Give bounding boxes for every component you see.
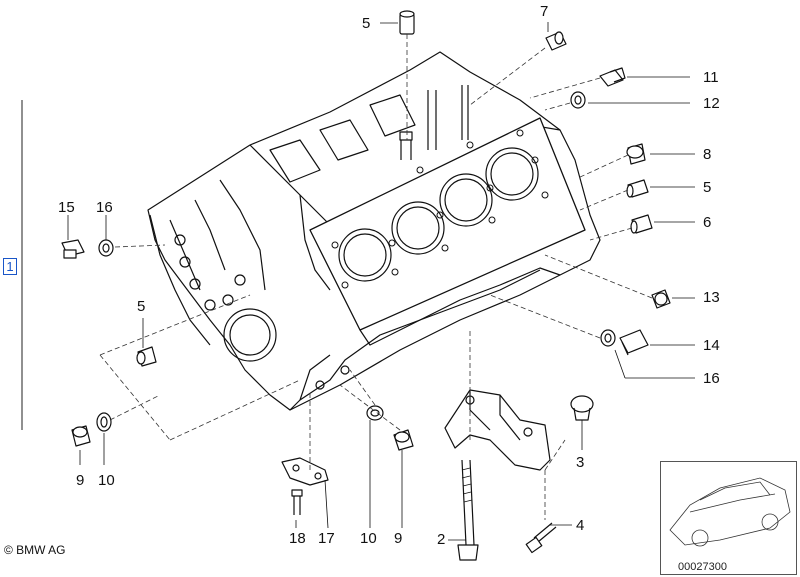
callout-3: 3 — [576, 454, 585, 471]
callout-9-left: 9 — [76, 472, 85, 489]
screw-plug-9-mid — [393, 429, 414, 451]
screw-plug-11 — [599, 67, 626, 87]
assembly-reference-link[interactable]: 1 — [3, 258, 17, 275]
callout-18: 18 — [289, 530, 306, 547]
seal-ring-16-right — [600, 329, 616, 347]
callout-9-mid: 9 — [394, 530, 403, 547]
callout-7: 7 — [540, 3, 549, 20]
screw-plug-15 — [61, 239, 85, 259]
oil-spray-nozzle-17 — [281, 457, 329, 486]
callout-8: 8 — [703, 146, 712, 163]
stud-bolt-2 — [457, 459, 479, 561]
copyright-notice: © BMW AG — [4, 543, 66, 557]
callout-15: 15 — [58, 199, 75, 216]
bolt-4 — [525, 522, 557, 554]
image-number: 00027300 — [678, 561, 727, 573]
engine-block — [147, 51, 601, 411]
bolt-3 — [570, 395, 594, 421]
vehicle-thumbnail-frame — [660, 461, 797, 575]
screw-plug-13 — [651, 289, 671, 309]
plug-8 — [626, 143, 646, 165]
callout-17: 17 — [318, 530, 335, 547]
callout-16-right: 16 — [703, 370, 720, 387]
callout-16-left: 16 — [96, 199, 113, 216]
callout-14: 14 — [703, 337, 720, 354]
bolt-18 — [291, 489, 303, 515]
seal-ring-10-left — [96, 412, 112, 432]
callout-13: 13 — [703, 289, 720, 306]
callout-12: 12 — [703, 95, 720, 112]
seal-ring-16-left — [98, 239, 114, 257]
dowel-sleeve-6 — [630, 214, 653, 234]
seal-ring-10-mid — [366, 405, 384, 421]
callout-11: 11 — [703, 69, 719, 86]
callout-10-left: 10 — [98, 472, 115, 489]
dowel-sleeve-top — [399, 10, 415, 35]
callout-5-right: 5 — [703, 179, 712, 196]
callout-4: 4 — [576, 517, 585, 534]
screw-plug-14 — [619, 329, 649, 356]
dowel-sleeve-left — [136, 346, 157, 367]
screw-plug-9-left — [71, 425, 91, 447]
sleeve-7 — [545, 31, 567, 51]
seal-ring-12 — [570, 91, 586, 109]
callout-5-top: 5 — [362, 15, 371, 32]
dowel-sleeve-right — [626, 179, 649, 198]
callout-6: 6 — [703, 214, 712, 231]
vehicle-thumbnail — [669, 477, 791, 547]
bearing-cap-3 — [444, 389, 551, 471]
callout-10-mid: 10 — [360, 530, 377, 547]
callout-5-left: 5 — [137, 298, 146, 315]
callout-2: 2 — [437, 531, 446, 548]
